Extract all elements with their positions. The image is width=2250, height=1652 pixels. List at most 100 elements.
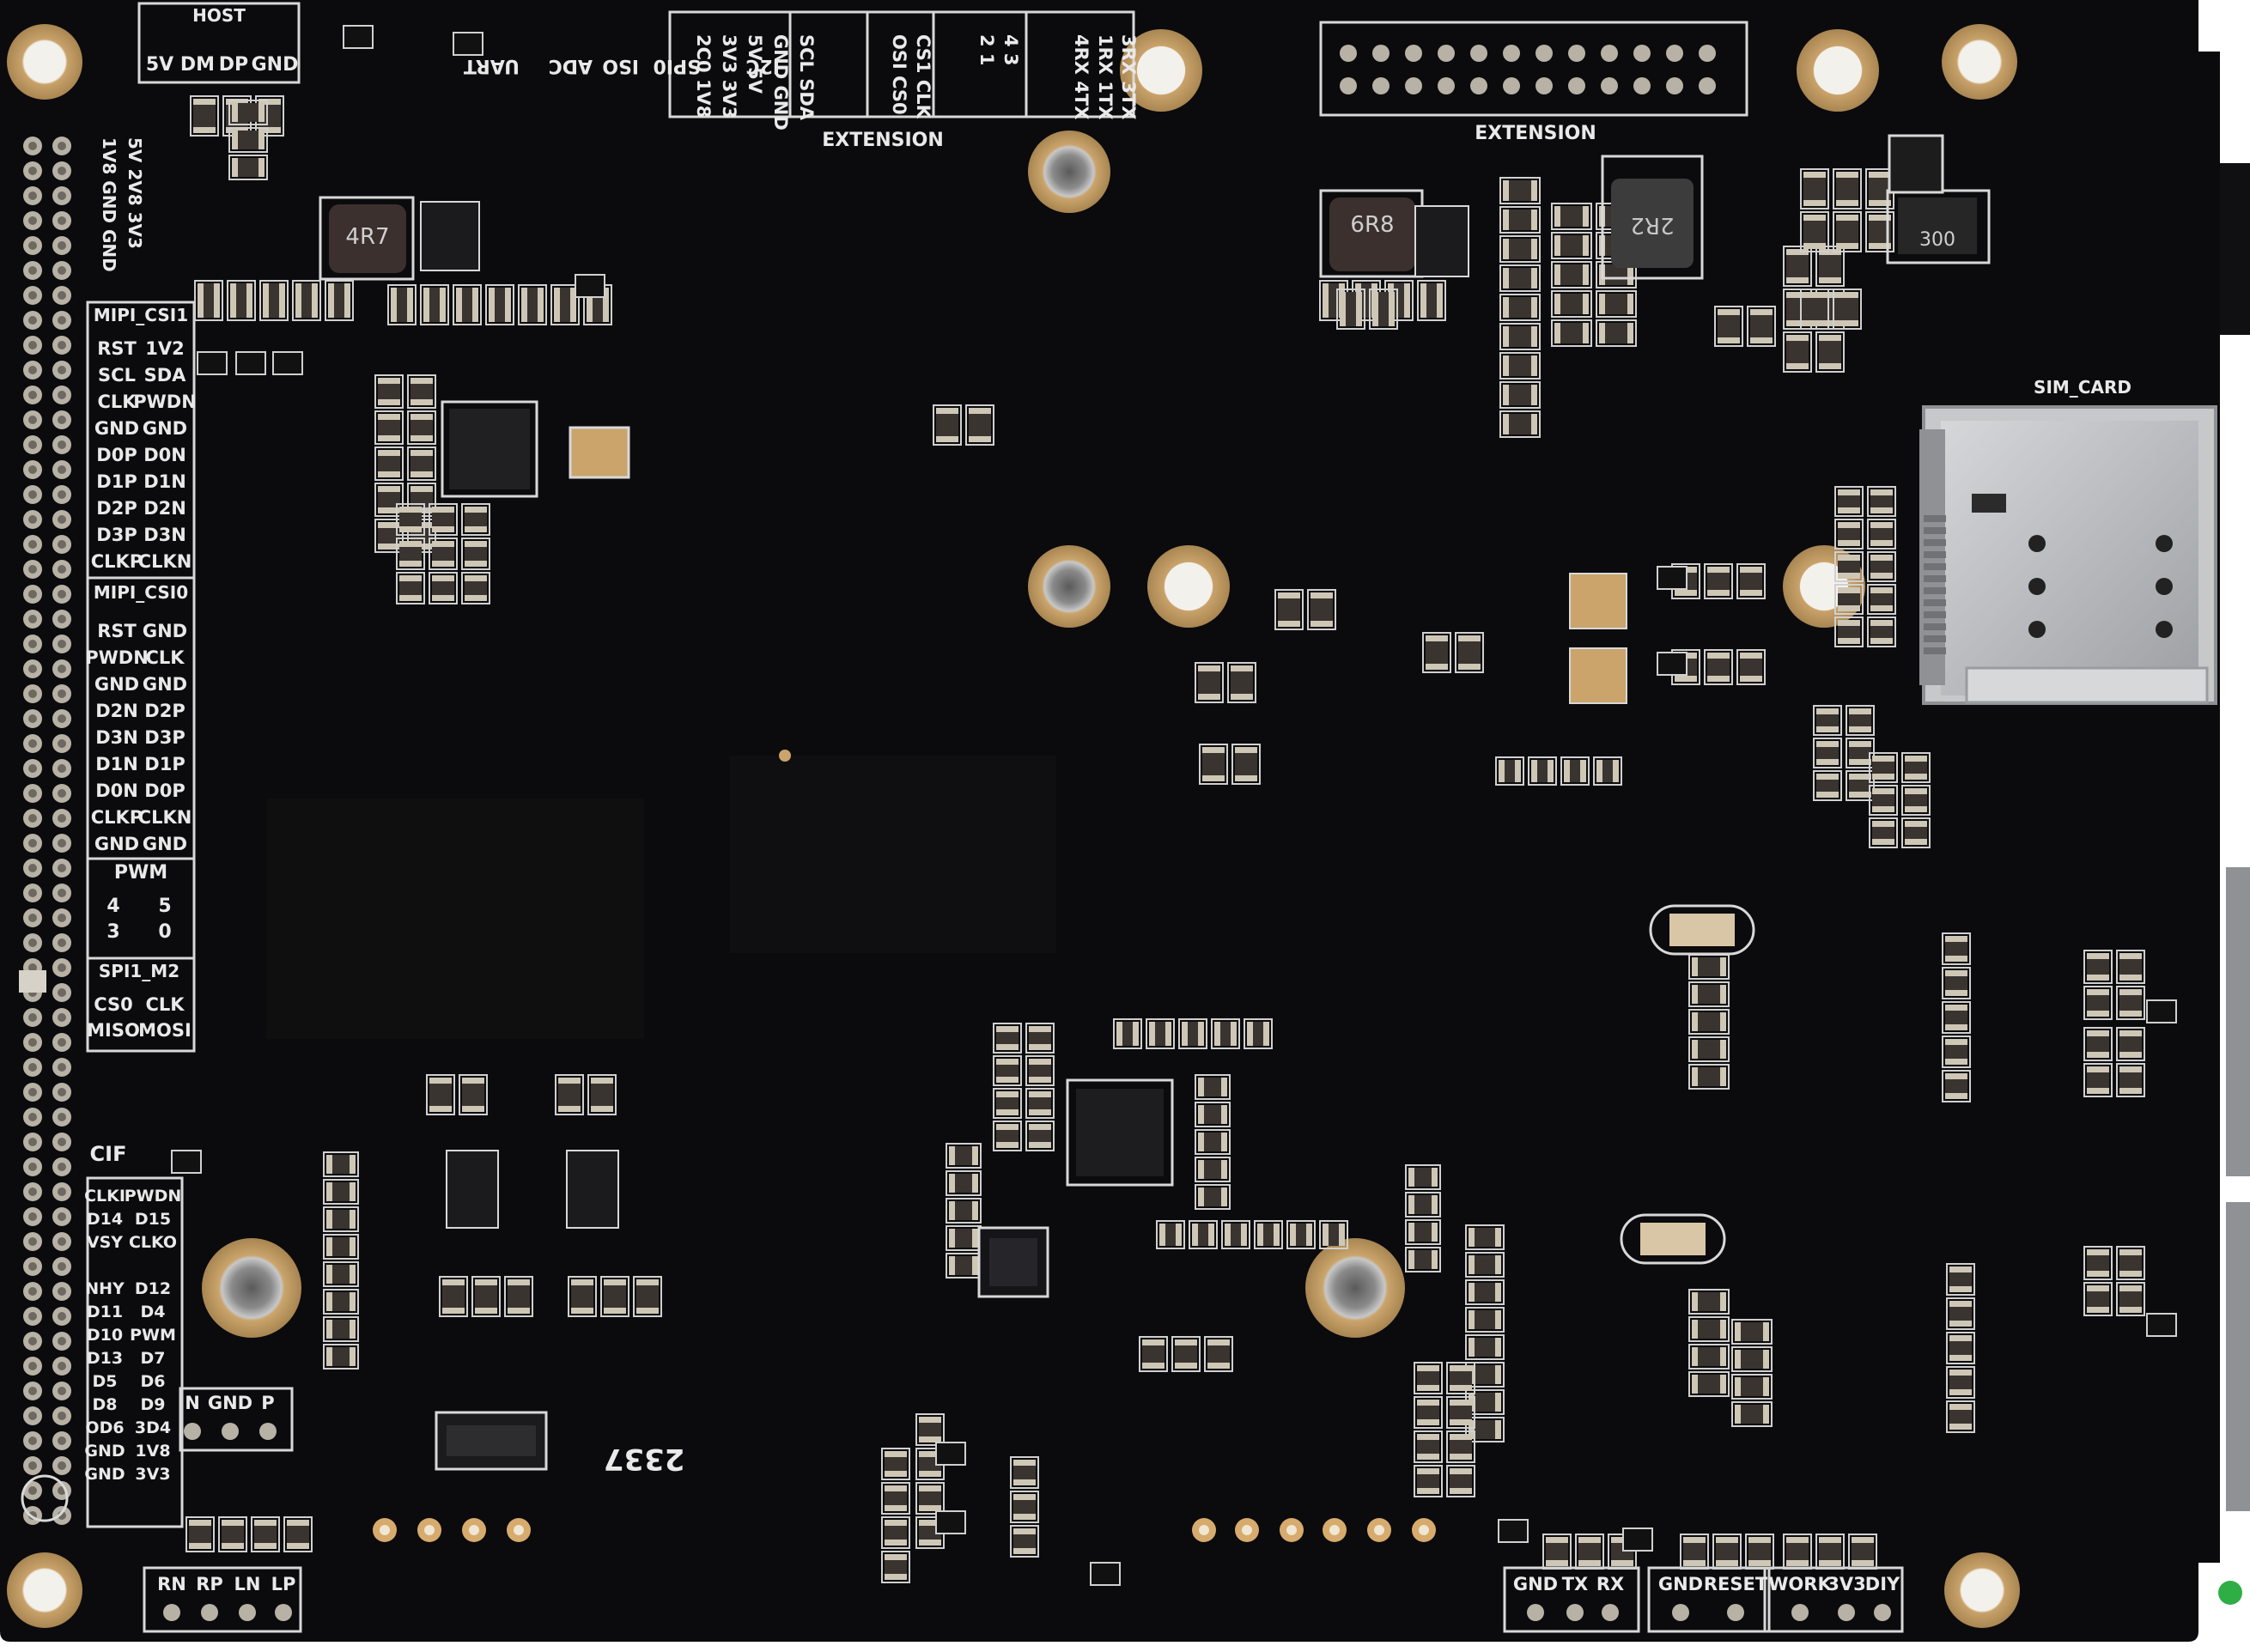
svg-text:3V3: 3V3 [1827, 1574, 1865, 1594]
svg-text:CLKN: CLKN [138, 551, 192, 572]
svg-text:OD6: OD6 [85, 1418, 124, 1437]
svg-text:OSI CS0: OSI CS0 [889, 34, 909, 115]
gpio-header-pins [19, 137, 71, 1525]
header-pin [1568, 77, 1585, 94]
header-pin [1340, 45, 1357, 62]
pwm-label: PWM [114, 862, 167, 884]
svg-text:CLKP: CLKP [91, 551, 143, 572]
svg-text:RST: RST [97, 621, 137, 641]
svg-text:3: 3 [106, 921, 119, 943]
svg-text:D14: D14 [87, 1210, 123, 1229]
svg-text:D1N: D1N [143, 471, 186, 492]
svg-text:DM: DM [180, 54, 215, 76]
extension-left-label: EXTENSION [822, 130, 944, 151]
svg-text:GND: GND [143, 834, 187, 854]
svg-text:SCL SDA: SCL SDA [796, 34, 817, 121]
svg-text:D1P: D1P [96, 471, 137, 492]
svg-text:GND: GND [84, 1465, 125, 1484]
svg-text:ADC: ADC [549, 55, 593, 76]
svg-text:GND: GND [1513, 1574, 1558, 1594]
svg-text:GND: GND [143, 674, 187, 695]
svg-text:RX: RX [1596, 1574, 1624, 1594]
svg-text:5V 5V: 5V 5V [745, 34, 765, 94]
svg-text:WORK: WORK [1768, 1574, 1832, 1594]
svg-text:4 3: 4 3 [1000, 34, 1021, 66]
svg-text:D0N: D0N [143, 445, 186, 465]
smd-passives [171, 25, 2177, 1586]
svg-text:D7: D7 [141, 1349, 166, 1368]
svg-text:SCL: SCL [98, 365, 136, 386]
svg-text:5V: 5V [146, 54, 173, 76]
header-pin [1633, 45, 1651, 62]
svg-text:0: 0 [158, 921, 171, 943]
svg-text:CLKN: CLKN [138, 807, 192, 828]
svg-text:6R8: 6R8 [1350, 212, 1394, 238]
svg-text:GND GND: GND GND [770, 34, 791, 131]
svg-text:UART: UART [464, 55, 520, 76]
svg-text:DIY: DIY [1865, 1574, 1900, 1594]
svg-text:D3N: D3N [143, 525, 186, 545]
svg-text:GND: GND [252, 54, 299, 76]
header-pin [1699, 77, 1716, 94]
host-label: HOST [192, 5, 246, 26]
sim-card-label: SIM_CARD [2034, 377, 2131, 398]
header-pin [1438, 45, 1455, 62]
header-pin [1535, 45, 1553, 62]
test-pads [163, 1423, 1891, 1621]
svg-text:4RX 4TX: 4RX 4TX [1071, 34, 1092, 119]
header-pin [1340, 77, 1357, 94]
svg-text:GND: GND [94, 418, 139, 439]
edge-connectors [2218, 163, 2250, 1605]
header-pin [1633, 77, 1651, 94]
svg-text:D3N: D3N [95, 727, 138, 748]
svg-text:D6: D6 [141, 1372, 166, 1391]
svg-text:1V8: 1V8 [135, 1442, 170, 1461]
svg-text:5: 5 [158, 896, 171, 917]
header-pin [1438, 77, 1455, 94]
svg-text:3RX 3TX: 3RX 3TX [1118, 34, 1139, 119]
svg-text:D2N: D2N [95, 701, 138, 721]
svg-text:GND: GND [94, 834, 139, 854]
header-pin [1666, 77, 1683, 94]
header-pin [1372, 77, 1390, 94]
svg-text:RP: RP [196, 1574, 223, 1594]
svg-text:CLK: CLK [145, 994, 185, 1015]
svg-text:3V3: 3V3 [135, 1465, 170, 1484]
svg-text:D3P: D3P [144, 727, 185, 748]
status-led [2218, 1581, 2242, 1605]
integrated-circuits [420, 201, 1755, 1471]
extension-header-pins [1340, 45, 1716, 94]
header-pin [1470, 77, 1487, 94]
svg-text:MISO: MISO [87, 1020, 140, 1041]
svg-text:CS1 CLK: CS1 CLK [913, 34, 933, 119]
svg-text:D0N: D0N [95, 780, 138, 801]
svg-text:D5: D5 [93, 1372, 118, 1391]
header-pin [1666, 45, 1683, 62]
svg-text:PWDN: PWDN [85, 647, 149, 668]
svg-text:D8: D8 [93, 1395, 118, 1414]
svg-text:VSY: VSY [87, 1233, 123, 1252]
header-pin [1405, 77, 1422, 94]
svg-text:D0P: D0P [144, 780, 185, 801]
svg-text:SDA: SDA [144, 365, 187, 386]
svg-text:GND: GND [94, 674, 139, 695]
svg-text:DP: DP [219, 54, 248, 76]
header-pin [1405, 45, 1422, 62]
svg-text:3V3 3V3: 3V3 3V3 [719, 34, 739, 118]
svg-text:PWM: PWM [130, 1326, 176, 1345]
silkscreen-outlines [86, 2, 1904, 1633]
mounting-holes [7, 24, 2020, 1628]
svg-text:SPI0: SPI0 [654, 55, 701, 76]
svg-text:PWDN: PWDN [125, 1187, 182, 1206]
svg-text:CS0: CS0 [94, 994, 133, 1015]
svg-text:1V8 GND GND: 1V8 GND GND [99, 137, 119, 272]
svg-text:D2P: D2P [144, 701, 185, 721]
svg-text:D0P: D0P [96, 445, 137, 465]
svg-text:4R7: 4R7 [345, 224, 389, 250]
svg-text:LN: LN [234, 1574, 261, 1594]
svg-text:D12: D12 [135, 1279, 171, 1298]
header-pin [1699, 45, 1716, 62]
svg-text:RESET: RESET [1704, 1574, 1768, 1594]
header-pin [1503, 45, 1520, 62]
